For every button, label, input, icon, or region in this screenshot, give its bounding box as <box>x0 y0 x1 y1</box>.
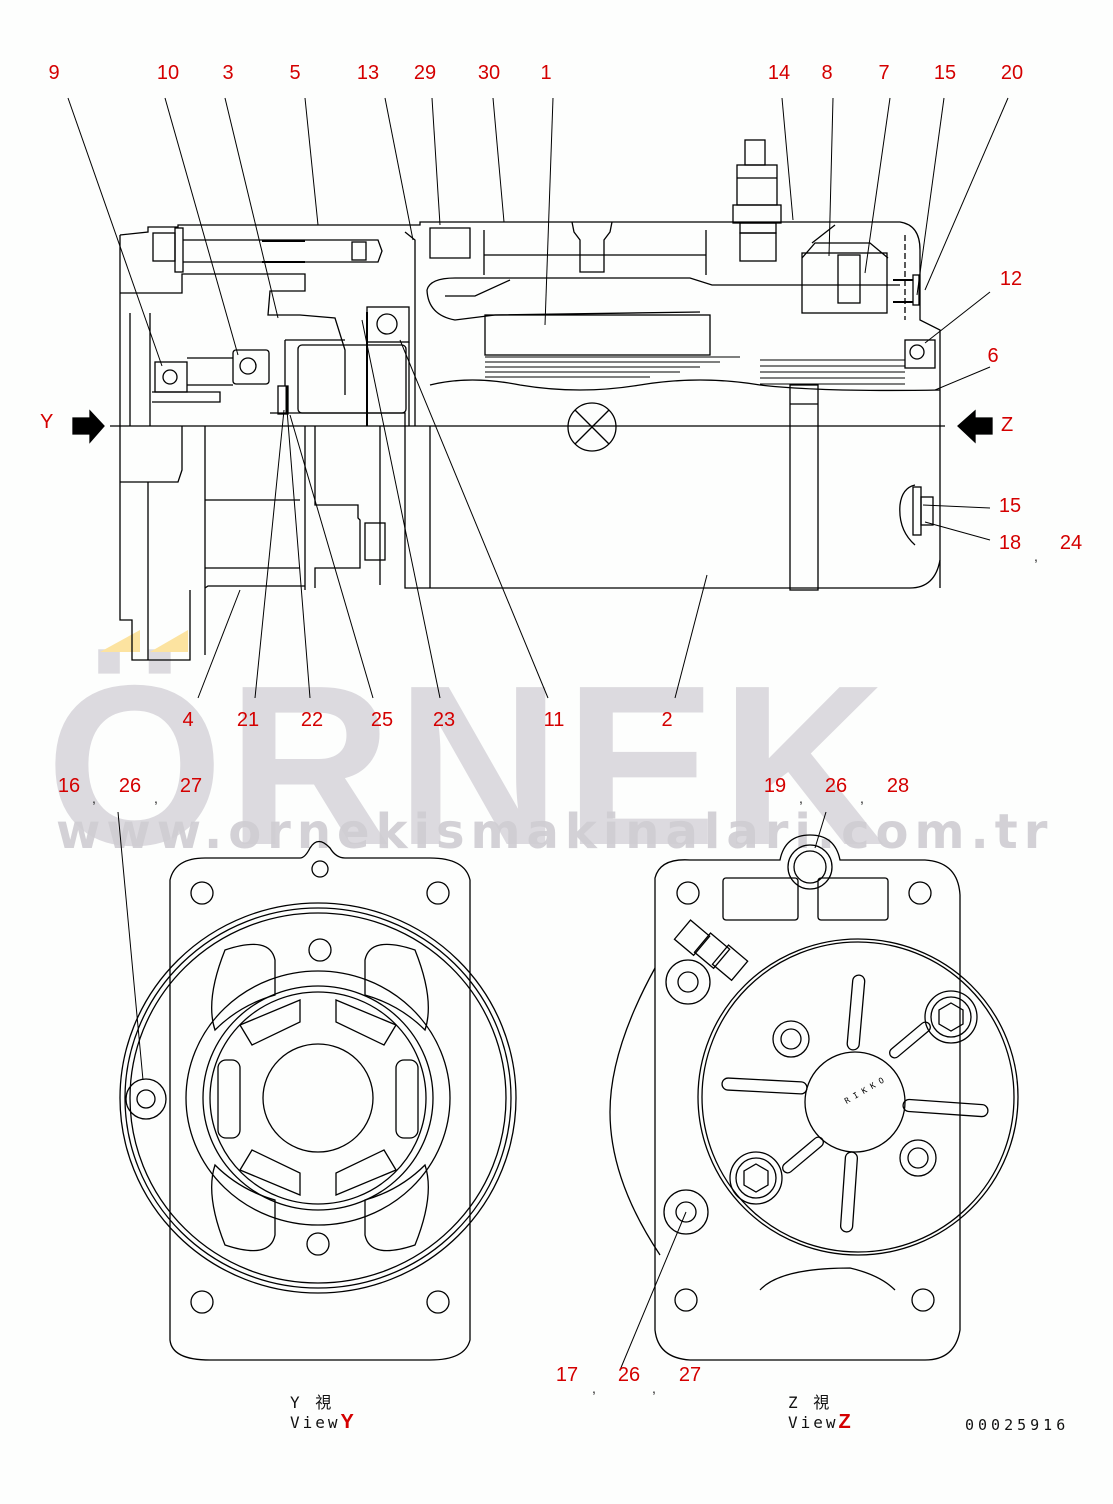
comma: , <box>1034 548 1038 564</box>
view-y-drawing <box>117 811 517 1361</box>
comma: , <box>92 790 96 806</box>
view-y-caption-jp: Y 視 <box>290 1393 335 1412</box>
callout-17: 17 <box>555 1364 579 1386</box>
view-y-caption-en: View <box>290 1412 341 1432</box>
callout-13: 13 <box>356 62 380 84</box>
callout-6: 6 <box>987 345 999 367</box>
callout-18: 18 <box>998 532 1022 554</box>
section-view <box>67 97 1009 699</box>
callout-28: 28 <box>886 775 910 797</box>
callout-19: 19 <box>763 775 787 797</box>
view-arrow-y-label: Y <box>40 411 54 433</box>
callout-30: 30 <box>477 62 501 84</box>
comma: , <box>799 790 803 806</box>
callout-4: 4 <box>182 709 194 731</box>
view-arrow-z-label: Z <box>1001 414 1014 436</box>
callout-5: 5 <box>289 62 301 84</box>
view-y-caption: Y 視 ViewY <box>290 1393 354 1433</box>
view-y-caption-letter: Y <box>340 1410 354 1433</box>
callout-23: 23 <box>432 709 456 731</box>
view-z-caption: Z 視 ViewZ <box>788 1393 851 1433</box>
comma: , <box>154 790 158 806</box>
callout-21: 21 <box>236 709 260 731</box>
callout-8: 8 <box>821 62 833 84</box>
callout-2: 2 <box>661 709 673 731</box>
callout-11: 11 <box>543 709 565 731</box>
comma: , <box>652 1380 656 1396</box>
callout-26-zb: 26 <box>617 1364 641 1386</box>
callout-7: 7 <box>878 62 890 84</box>
watermark-url: www.ornekismakinalari.com.tr <box>56 804 1054 860</box>
view-z-drawing <box>609 811 1019 1371</box>
callout-15: 15 <box>933 62 957 84</box>
callout-27-zb: 27 <box>678 1364 702 1386</box>
comma: , <box>860 790 864 806</box>
comma: , <box>592 1380 596 1396</box>
callout-25: 25 <box>370 709 394 731</box>
callout-24: 24 <box>1059 532 1083 554</box>
view-z-caption-en: View <box>788 1412 839 1432</box>
document-number: 00025916 <box>965 1416 1070 1434</box>
callout-9: 9 <box>48 62 60 84</box>
watermark-accent-icon <box>100 630 188 652</box>
callout-27-y: 27 <box>179 775 203 797</box>
callout-15b: 15 <box>998 495 1022 517</box>
arrow-left-icon <box>957 409 993 444</box>
callout-29: 29 <box>413 62 437 84</box>
arrow-right-icon <box>72 409 105 444</box>
callout-20: 20 <box>1000 62 1024 84</box>
callout-26-z: 26 <box>824 775 848 797</box>
callout-1: 1 <box>540 62 552 84</box>
callout-12: 12 <box>999 268 1023 290</box>
callout-26-y: 26 <box>118 775 142 797</box>
view-z-caption-letter: Z <box>838 1410 851 1433</box>
callout-3: 3 <box>222 62 234 84</box>
callout-10: 10 <box>156 62 180 84</box>
callout-16: 16 <box>57 775 81 797</box>
watermark-brand: ÖRNEK <box>46 639 890 893</box>
callout-22: 22 <box>300 709 324 731</box>
callout-14: 14 <box>767 62 791 84</box>
view-z-caption-jp: Z 視 <box>788 1393 833 1412</box>
